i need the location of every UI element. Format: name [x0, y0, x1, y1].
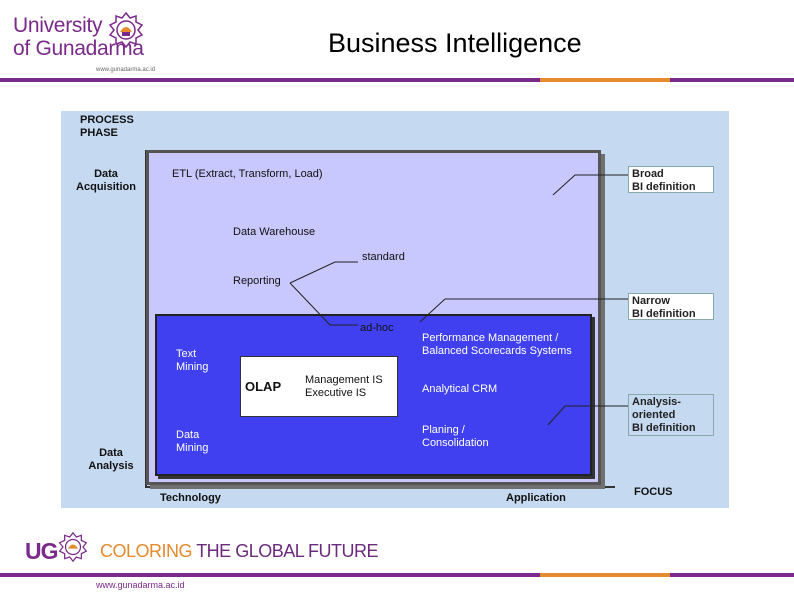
analytical-crm-label: Analytical CRM — [422, 383, 498, 395]
management-is-label: Management IS Executive IS — [305, 374, 383, 399]
top-bar-purple-end — [670, 78, 794, 82]
data-mining-label: Data Mining — [176, 429, 209, 454]
top-bar-orange — [540, 78, 670, 82]
ad-hoc-label: ad-hoc — [360, 322, 394, 334]
slogan-global-future: THE GLOBAL FUTURE — [192, 541, 379, 561]
data-analysis-label: Data Analysis — [88, 447, 134, 472]
x-axis-line — [145, 486, 615, 488]
reporting-label: Reporting — [233, 275, 281, 287]
footer-seal-icon — [58, 532, 88, 562]
performance-management-label: Performance Management / Balanced Scorec… — [422, 332, 572, 357]
footer-slogan: COLORING THE GLOBAL FUTURE — [100, 541, 379, 562]
focus-label: FOCUS — [634, 486, 673, 498]
technology-label: Technology — [160, 492, 221, 504]
logo-url: www.gunadarma.ac.id — [96, 67, 156, 73]
ad-hoc-connector — [289, 282, 358, 326]
data-warehouse-label: Data Warehouse — [233, 226, 316, 238]
bottom-bar-purple-end — [670, 573, 794, 577]
data-acquisition-label: Data Acquisition — [76, 168, 136, 193]
university-seal-icon — [108, 12, 144, 48]
standard-label: standard — [362, 251, 405, 263]
planing-label: Planing / Consolidation — [422, 424, 489, 449]
etl-label: ETL (Extract, Transform, Load) — [172, 168, 323, 180]
olap-box — [240, 356, 398, 417]
analysis-oriented-bi-definition: Analysis- oriented BI definition — [628, 394, 714, 436]
footer-ug-logo: UG — [25, 538, 58, 564]
text-mining-label: Text Mining — [176, 348, 209, 373]
university-logo-text: University of Gunadarma — [13, 14, 144, 60]
bottom-bar-purple — [0, 573, 540, 577]
top-bar-purple — [0, 78, 540, 82]
narrow-bi-definition: Narrow BI definition — [628, 293, 714, 320]
narrow-connector — [419, 298, 628, 323]
university-line1: University — [13, 14, 103, 37]
page-title: Business Intelligence — [328, 28, 582, 58]
application-label: Application — [506, 492, 566, 504]
broad-connector — [552, 174, 628, 196]
slogan-coloring: COLORING — [100, 541, 193, 561]
analysis-connector — [547, 405, 628, 426]
footer-url: www.gunadarma.ac.id — [96, 580, 185, 590]
bottom-bar-orange — [540, 573, 670, 577]
university-line2: of Gunadarma — [13, 37, 144, 60]
process-phase-label: PROCESS PHASE — [80, 114, 134, 139]
standard-connector — [289, 261, 358, 284]
olap-label: OLAP — [245, 379, 282, 394]
broad-bi-definition: Broad BI definition — [628, 166, 714, 193]
